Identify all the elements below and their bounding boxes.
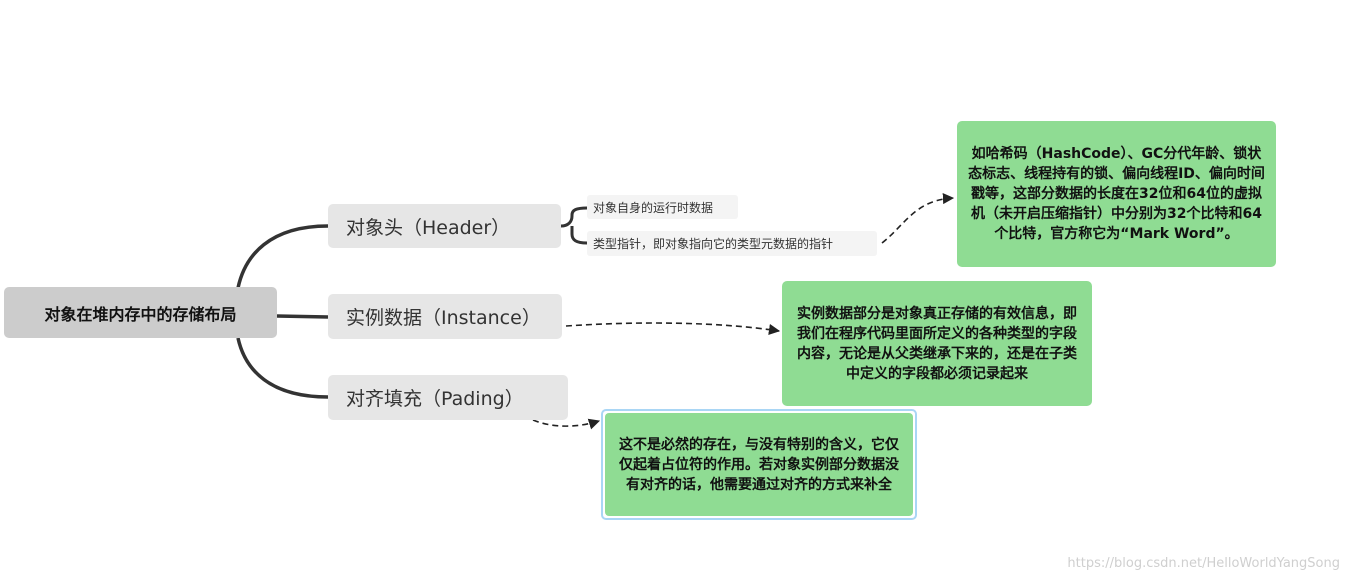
branch-header[interactable]: 对象头（Header）: [328, 204, 561, 248]
root-topic[interactable]: 对象在堆内存中的存储布局: [4, 287, 277, 338]
header-child-type-pointer[interactable]: 类型指针，即对象指向它的类型元数据的指针: [587, 231, 877, 256]
branch-padding[interactable]: 对齐填充（Pading）: [328, 375, 568, 420]
watermark: https://blog.csdn.net/HelloWorldYangSong: [1067, 556, 1340, 571]
arrow-padding-note: [532, 418, 601, 430]
connector-root-header: [236, 224, 329, 289]
note-mark-word[interactable]: 如哈希码（HashCode）、GC分代年龄、锁状态标志、线程持有的锁、偏向线程I…: [957, 121, 1276, 267]
note-instance-data[interactable]: 实例数据部分是对象真正存储的有效信息，即我们在程序代码里面所定义的各种类型的字段…: [782, 281, 1092, 406]
arrow-header-note: [881, 192, 955, 244]
note-padding-selected[interactable]: 这不是必然的存在，与没有特别的含义，它仅仅起着占位符的作用。若对象实例部分数据没…: [601, 409, 917, 520]
header-child-runtime-data[interactable]: 对象自身的运行时数据: [587, 195, 738, 219]
branch-instance[interactable]: 实例数据（Instance）: [328, 294, 562, 339]
connector-root-instance: [276, 314, 329, 319]
arrow-instance-note: [565, 322, 781, 336]
connector-header-children: [560, 206, 588, 245]
note-padding[interactable]: 这不是必然的存在，与没有特别的含义，它仅仅起着占位符的作用。若对象实例部分数据没…: [605, 413, 913, 516]
connector-root-padding: [236, 337, 329, 399]
